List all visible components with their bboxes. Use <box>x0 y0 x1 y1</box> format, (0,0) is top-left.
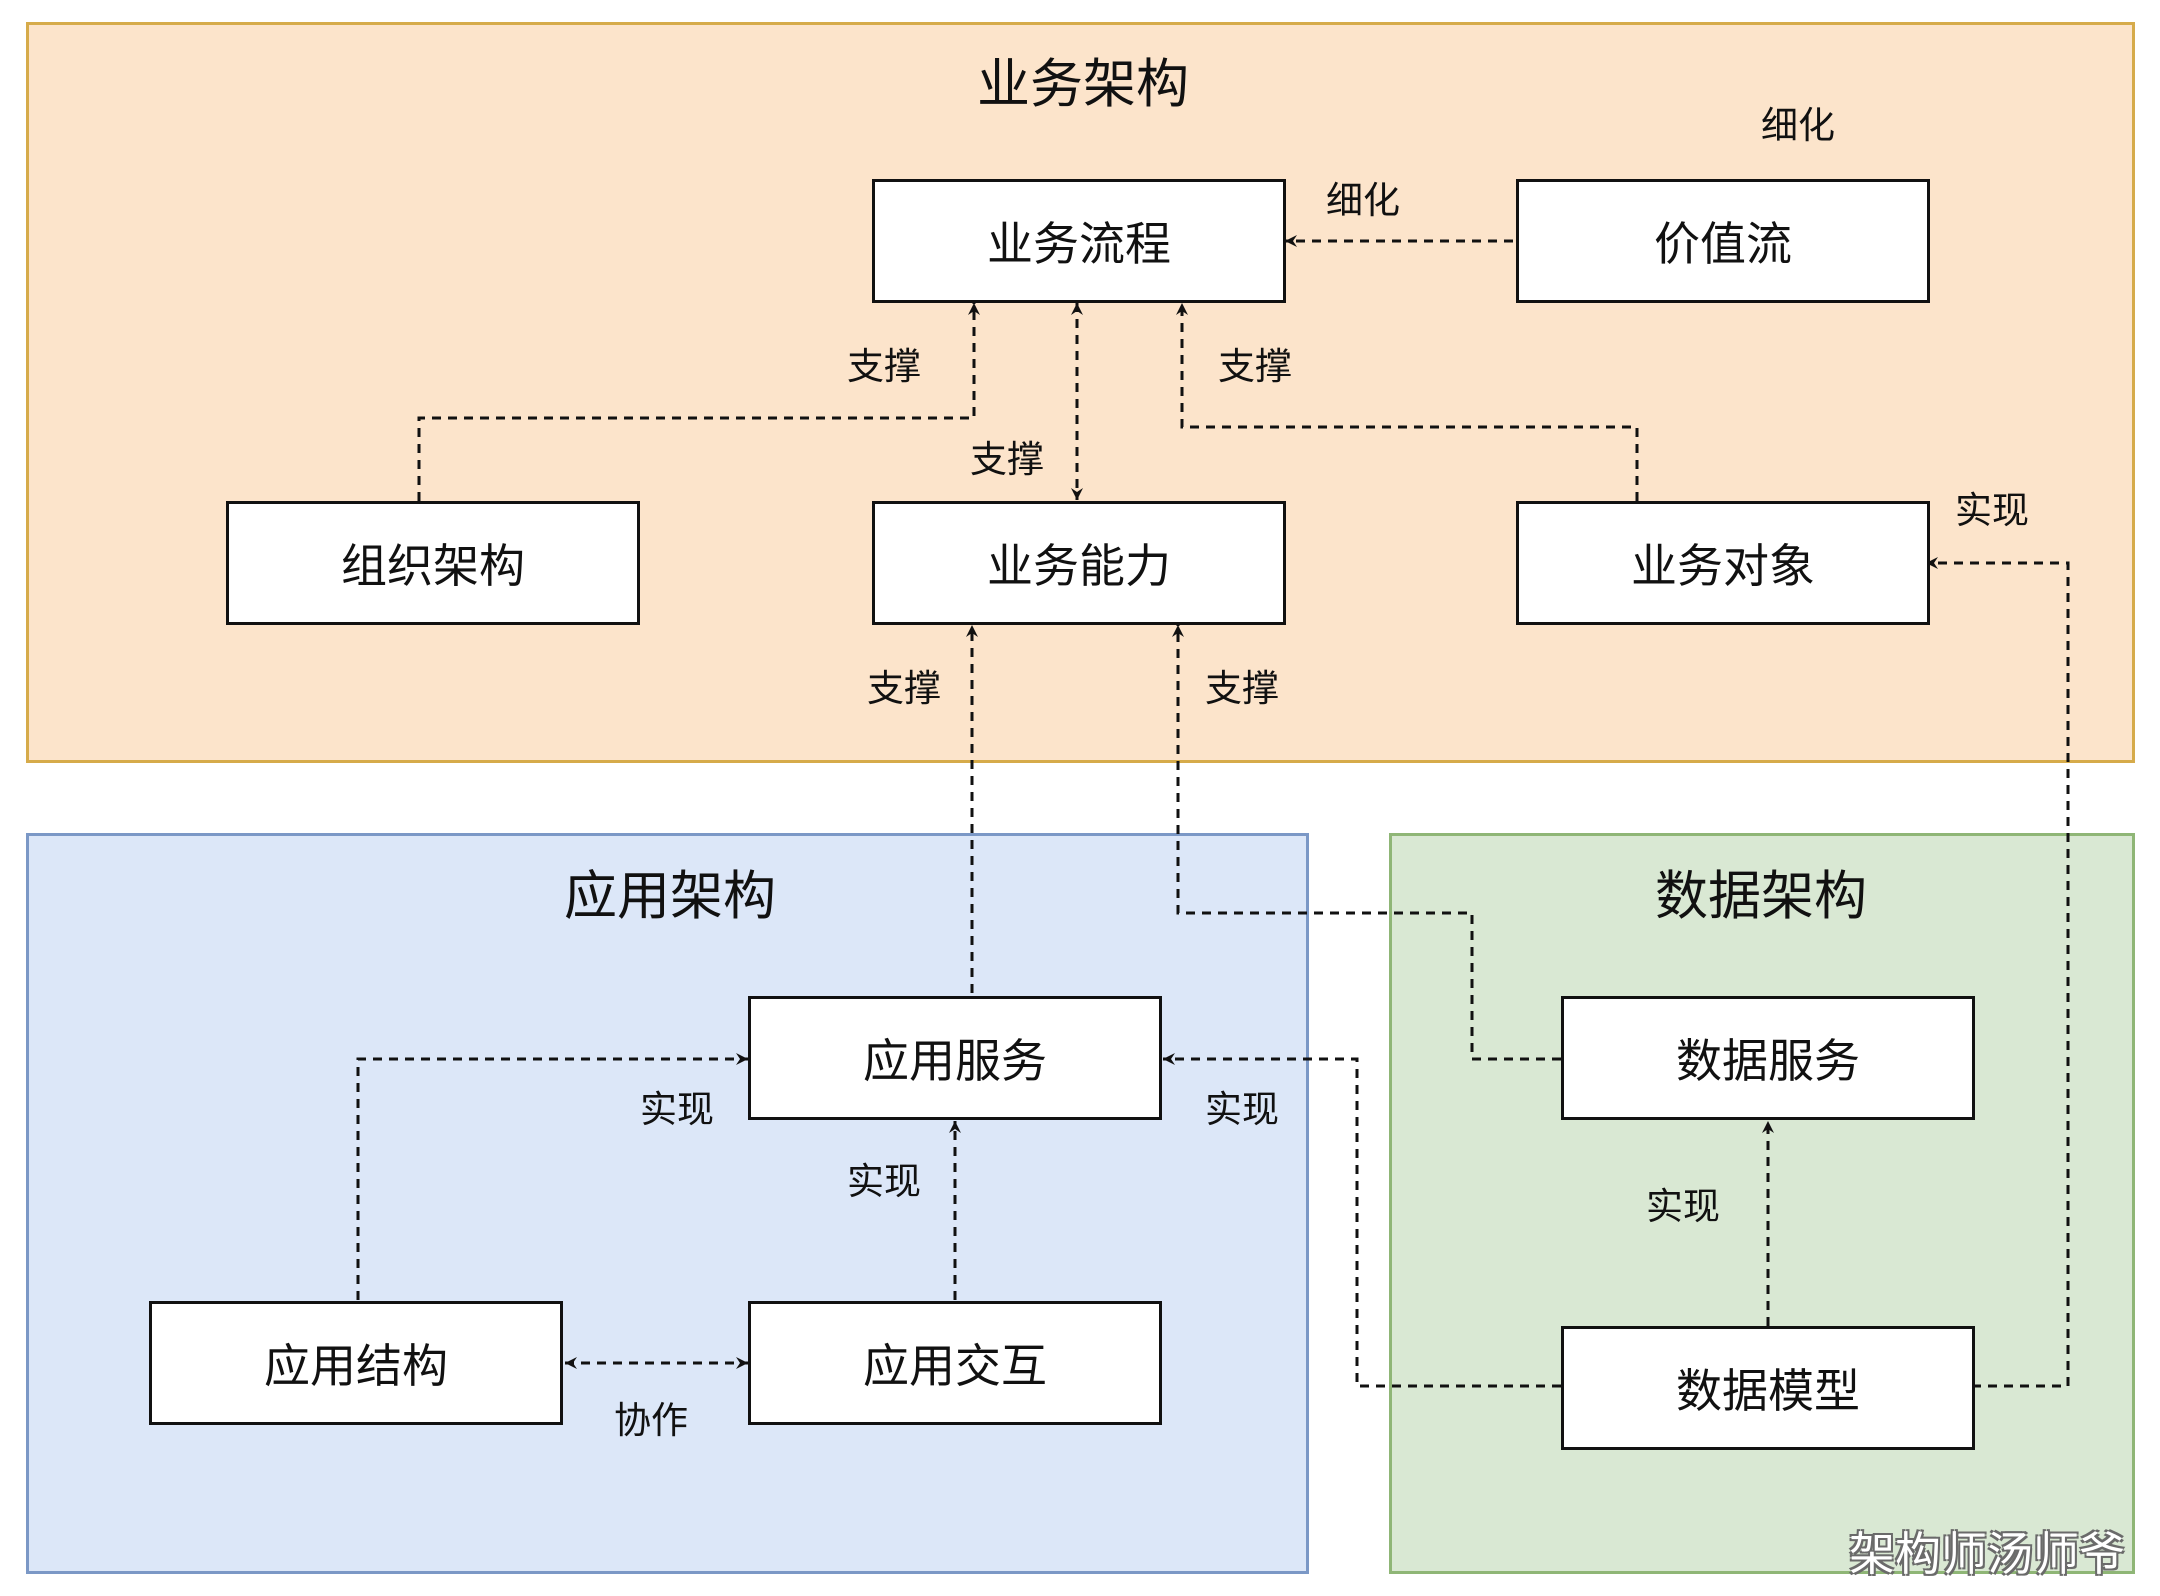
node-app-service[interactable]: 应用服务 <box>748 996 1162 1120</box>
node-business-object[interactable]: 业务对象 <box>1516 501 1930 625</box>
node-value-stream-label: 价值流 <box>1654 217 1792 271</box>
data-architecture-group <box>1389 833 2135 1574</box>
data-architecture-title: 数据架构 <box>1655 866 1867 927</box>
node-app-service-label: 应用服务 <box>863 1034 1047 1088</box>
edge-label-support-object: 支撑 <box>1218 345 1292 388</box>
node-value-stream[interactable]: 价值流 <box>1516 179 1930 303</box>
node-app-structure-label: 应用结构 <box>264 1339 448 1393</box>
node-data-model[interactable]: 数据模型 <box>1561 1326 1975 1450</box>
node-org-structure[interactable]: 组织架构 <box>226 501 640 625</box>
application-architecture-title: 应用架构 <box>564 866 776 927</box>
edge-label-support-app-service: 支撑 <box>867 667 941 710</box>
edge-label-support-data-service: 支撑 <box>1205 667 1279 710</box>
node-business-object-label: 业务对象 <box>1631 539 1815 593</box>
application-architecture-group <box>26 833 1309 1574</box>
edge-label-collaborate: 协作 <box>614 1399 688 1442</box>
edge-data-service-supports-capability <box>1172 625 1561 1061</box>
edge-label-refine: 细化 <box>1326 179 1400 222</box>
node-data-model-label: 数据模型 <box>1676 1364 1860 1418</box>
node-business-process[interactable]: 业务流程 <box>872 179 1286 303</box>
edge-org-supports-process <box>417 303 980 501</box>
edge-object-supports-process <box>1176 303 1639 501</box>
node-data-service[interactable]: 数据服务 <box>1561 996 1975 1120</box>
edge-label-support-capability: 支撑 <box>970 438 1044 481</box>
watermark: 架构师汤师爷 <box>1849 1527 2125 1581</box>
edge-label-realize-object: 实现 <box>1955 489 2029 532</box>
node-business-process-label: 业务流程 <box>987 217 1171 271</box>
node-org-structure-label: 组织架构 <box>341 539 525 593</box>
edge-structure-realizes-service <box>356 1053 748 1300</box>
node-app-interaction[interactable]: 应用交互 <box>748 1301 1162 1425</box>
edge-label-realize-data-model: 实现 <box>1646 1185 1720 1228</box>
edge-label-realize-data-to-app: 实现 <box>1205 1088 1279 1131</box>
node-data-service-label: 数据服务 <box>1676 1034 1860 1088</box>
node-business-capability[interactable]: 业务能力 <box>872 501 1286 625</box>
edge-label-realize-structure: 实现 <box>640 1088 714 1131</box>
node-app-structure[interactable]: 应用结构 <box>149 1301 563 1425</box>
edge-label-support-org: 支撑 <box>847 345 921 388</box>
business-architecture-title: 业务架构 <box>977 54 1189 115</box>
edge-data-model-realizes-app-service <box>1163 1053 1561 1388</box>
edge-label-realize-interaction: 实现 <box>847 1160 921 1203</box>
node-app-interaction-label: 应用交互 <box>863 1339 1047 1393</box>
edge-label-refine-top: 细化 <box>1761 104 1835 147</box>
node-business-capability-label: 业务能力 <box>987 539 1171 593</box>
edge-data-model-realizes-object <box>1926 557 2070 1388</box>
